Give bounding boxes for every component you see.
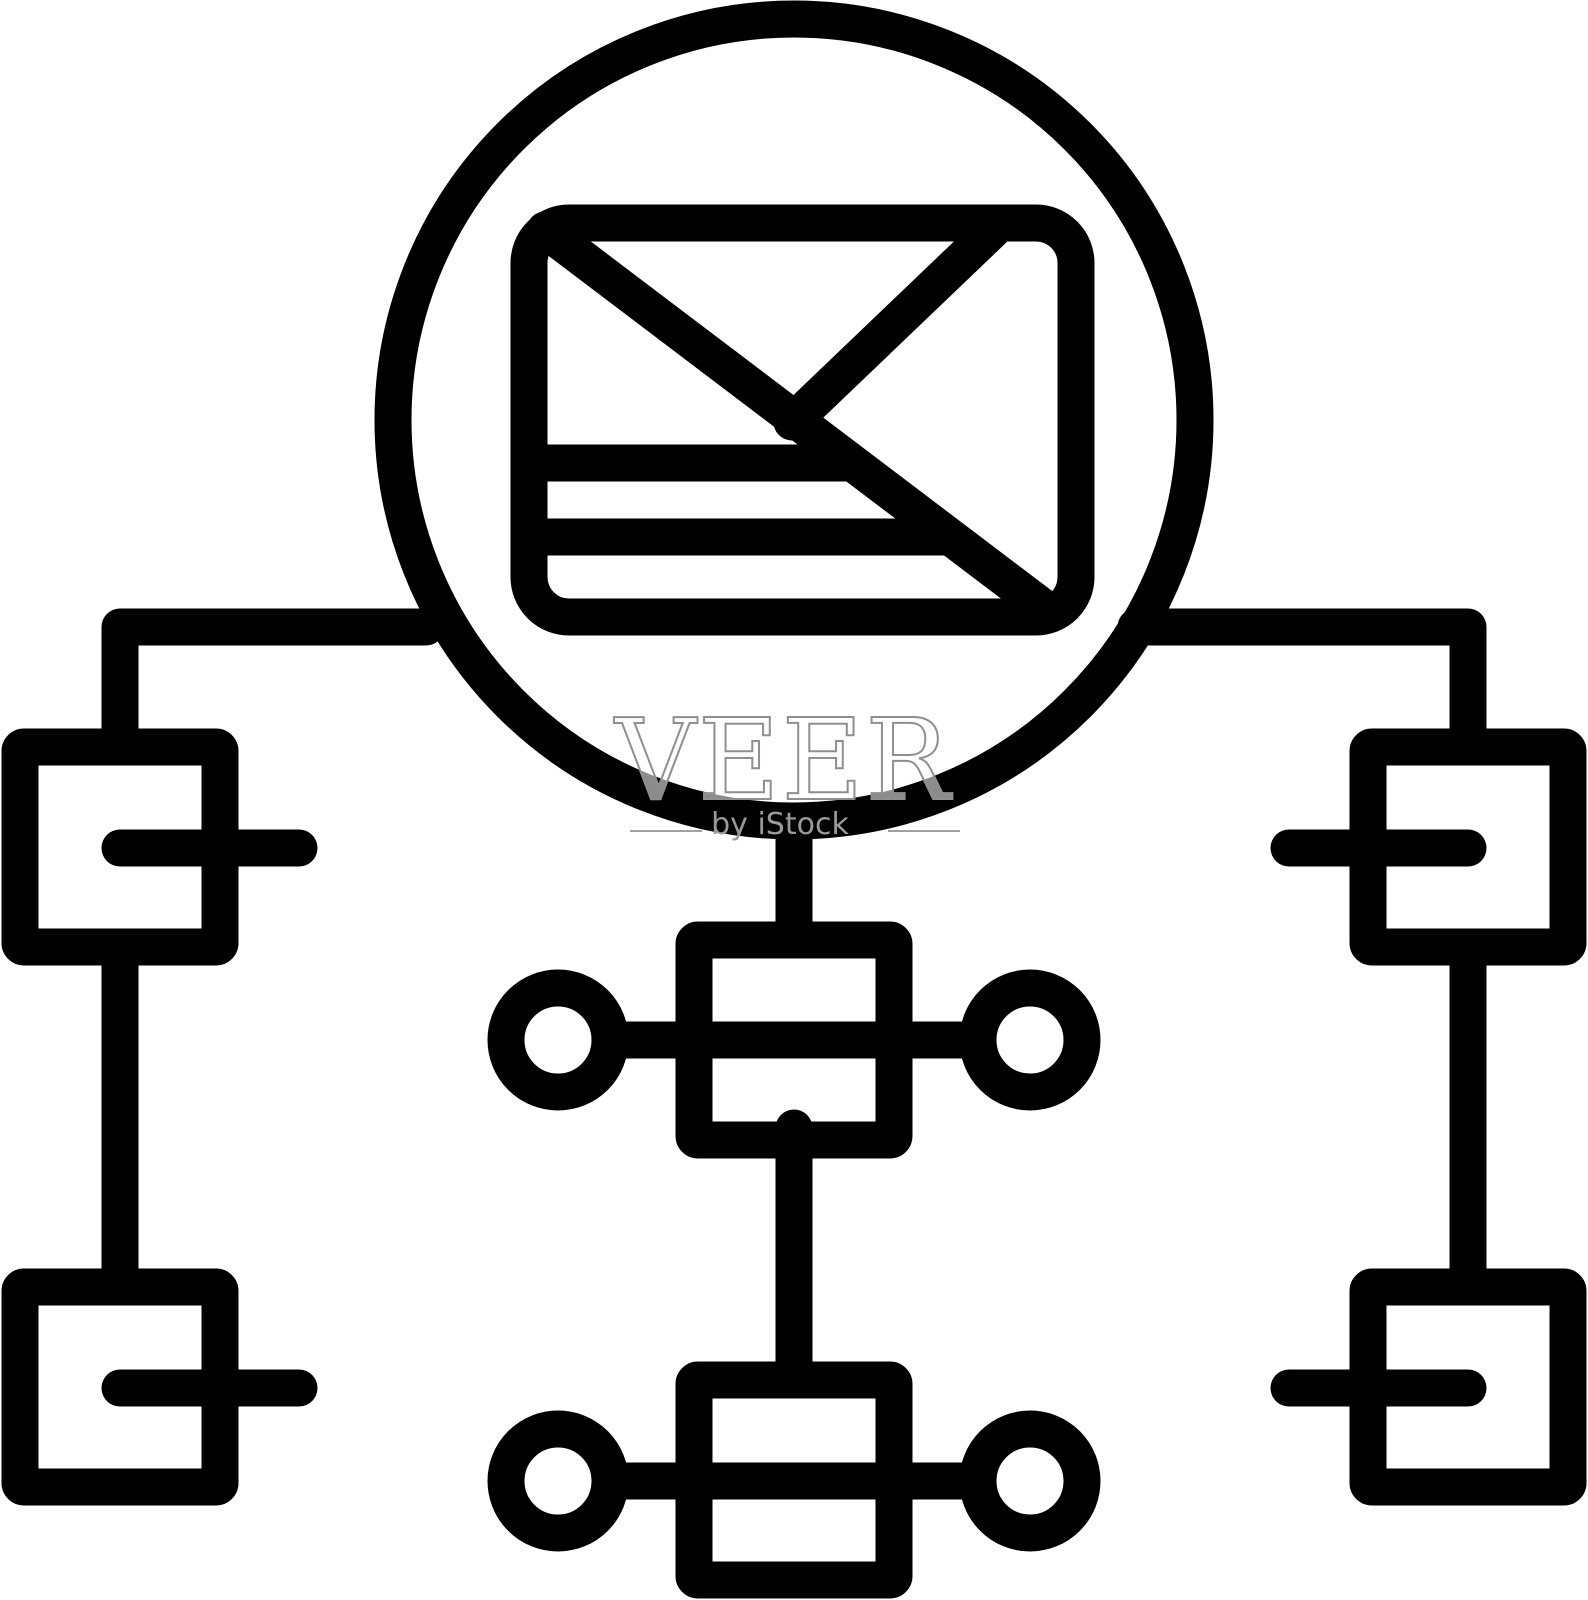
right-bottom-box xyxy=(1270,1268,1587,1506)
center-bottom-box xyxy=(487,1361,1101,1599)
center-bottom-right-node xyxy=(959,1410,1101,1552)
right-top-box xyxy=(1270,728,1587,966)
left-bottom-box xyxy=(1,1268,318,1506)
center-top-right-node xyxy=(959,969,1101,1111)
center-top-left-node xyxy=(487,969,629,1111)
watermark-tagline: by iStock xyxy=(711,807,849,842)
right-branch-line xyxy=(1117,608,1487,759)
email-icon xyxy=(510,204,1095,636)
watermark-brand: VEER xyxy=(614,696,952,826)
center-bottom-left-node xyxy=(487,1410,629,1552)
watermark-rule-left xyxy=(630,830,702,832)
left-branch-line xyxy=(101,608,445,759)
watermark-rule-right xyxy=(888,830,960,832)
connector-lines xyxy=(101,608,1487,1397)
center-top-box xyxy=(487,921,1101,1159)
left-top-box xyxy=(1,728,318,966)
envelope-body xyxy=(510,204,1095,636)
email-hub xyxy=(374,0,1214,840)
envelope-flap-right xyxy=(773,204,1019,441)
hub-circle xyxy=(374,0,1214,840)
